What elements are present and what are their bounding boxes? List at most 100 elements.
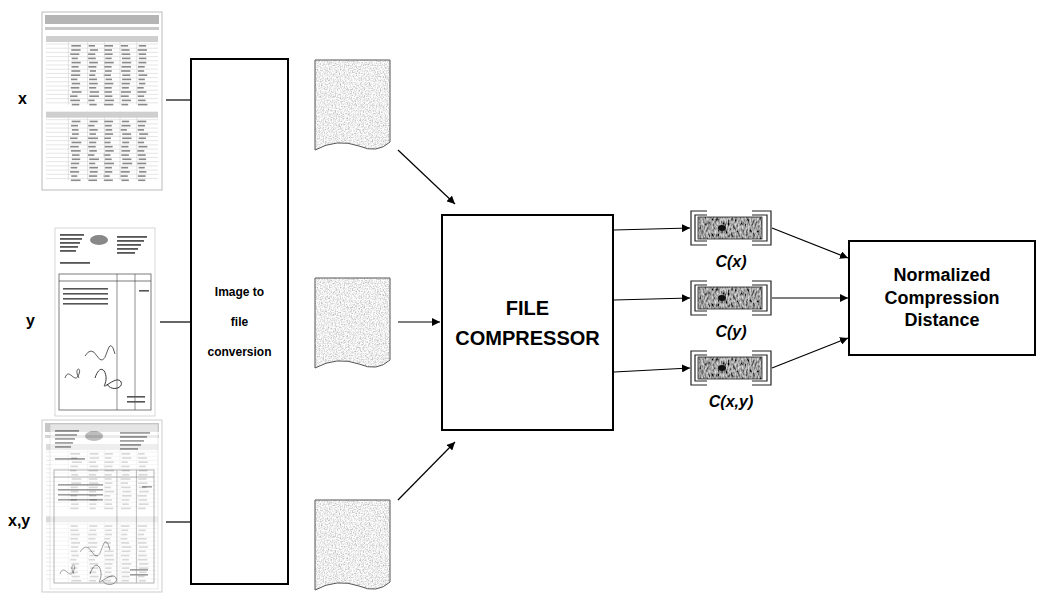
document-image (55, 228, 155, 416)
text-line (63, 303, 108, 305)
table-cell (121, 179, 129, 181)
table-column (68, 112, 69, 180)
text-line (55, 434, 77, 436)
text-line (60, 246, 78, 248)
box-title: FILE COMPRESSOR (455, 293, 599, 353)
table-cell (71, 150, 81, 152)
table-cell (71, 45, 81, 47)
document-image (42, 12, 162, 190)
table-cell (89, 167, 98, 169)
clamp-right (752, 211, 771, 245)
table-cell (89, 45, 95, 47)
table-cell (70, 95, 78, 97)
table-cell (104, 137, 111, 139)
table-cell (121, 45, 128, 47)
box-title: Image to file conversion (207, 277, 271, 367)
table-row (46, 73, 158, 74)
table-cell (71, 163, 79, 165)
table-cell (89, 133, 95, 135)
table-cell (122, 74, 130, 76)
file-texture (315, 278, 390, 373)
table-row (46, 119, 158, 120)
input-label: x,y (8, 512, 30, 530)
file-page (315, 500, 390, 595)
table-cell (71, 79, 77, 81)
table-cell (89, 79, 97, 81)
table-cell (71, 167, 78, 169)
table-cell (122, 163, 132, 165)
text-line (120, 448, 138, 450)
table-cell (121, 104, 128, 106)
table-row (59, 281, 151, 282)
input-line (166, 99, 190, 100)
table-cell (138, 70, 144, 72)
table-cell (72, 104, 80, 106)
table-cell (70, 137, 78, 139)
text-line (58, 489, 103, 491)
table-column (104, 112, 105, 180)
table-cell (104, 154, 111, 156)
table-row (46, 157, 158, 158)
table-cell (104, 62, 114, 64)
table-row (46, 161, 158, 162)
table-cell (122, 79, 131, 81)
table-cell (104, 66, 112, 68)
table-cell (106, 79, 112, 81)
table-cell (122, 100, 131, 102)
table-row (54, 477, 154, 478)
table-cell (122, 137, 131, 139)
file-arrow (398, 150, 455, 204)
table-row (46, 144, 158, 145)
table-cell (139, 58, 146, 60)
table-cell (121, 66, 131, 68)
table-cell (104, 179, 113, 181)
table-cell (122, 133, 131, 135)
table-column (120, 112, 121, 180)
table-cell (137, 87, 143, 89)
document-image (42, 420, 162, 592)
table-cell (139, 167, 145, 169)
table-column (87, 112, 88, 180)
table-cell (139, 133, 148, 135)
compressed-texture (698, 217, 762, 239)
table-cell (88, 146, 95, 148)
table-cell (72, 129, 79, 131)
text-line (117, 248, 138, 250)
file-outline (315, 60, 390, 150)
table-row (46, 81, 158, 82)
clamp-left (691, 351, 707, 385)
text-line (117, 252, 135, 254)
table-cell (139, 158, 146, 160)
text-line (58, 484, 103, 486)
table-cell (122, 121, 129, 123)
table-head (46, 36, 158, 42)
table-cell (104, 53, 112, 55)
table-cell (71, 142, 81, 144)
table-row (46, 52, 158, 53)
table-cell (105, 95, 112, 97)
text-line (63, 298, 108, 300)
table-row (46, 128, 158, 129)
table-row (46, 86, 158, 87)
text-line (55, 458, 85, 460)
table-row (46, 123, 158, 124)
compressed-spot (718, 295, 726, 301)
table-cell (121, 129, 127, 131)
page-border (55, 228, 155, 416)
table-cell (105, 150, 113, 152)
connector-arrow (772, 338, 848, 368)
table-cell (139, 74, 148, 76)
table-cell (138, 100, 146, 102)
table-cell (71, 87, 80, 89)
process-box: Normalized Compression Distance (848, 240, 1036, 356)
process-box: Image to file conversion (190, 58, 289, 585)
compressed-file-node: C(x,y) (690, 350, 772, 411)
table-cell (88, 137, 98, 139)
compressed-texture (698, 287, 762, 309)
table-cell (104, 83, 113, 85)
table-cell (121, 125, 130, 127)
table-cell (88, 53, 95, 55)
table-cell (104, 45, 113, 47)
file-texture (315, 60, 390, 155)
table-cell (138, 129, 144, 131)
